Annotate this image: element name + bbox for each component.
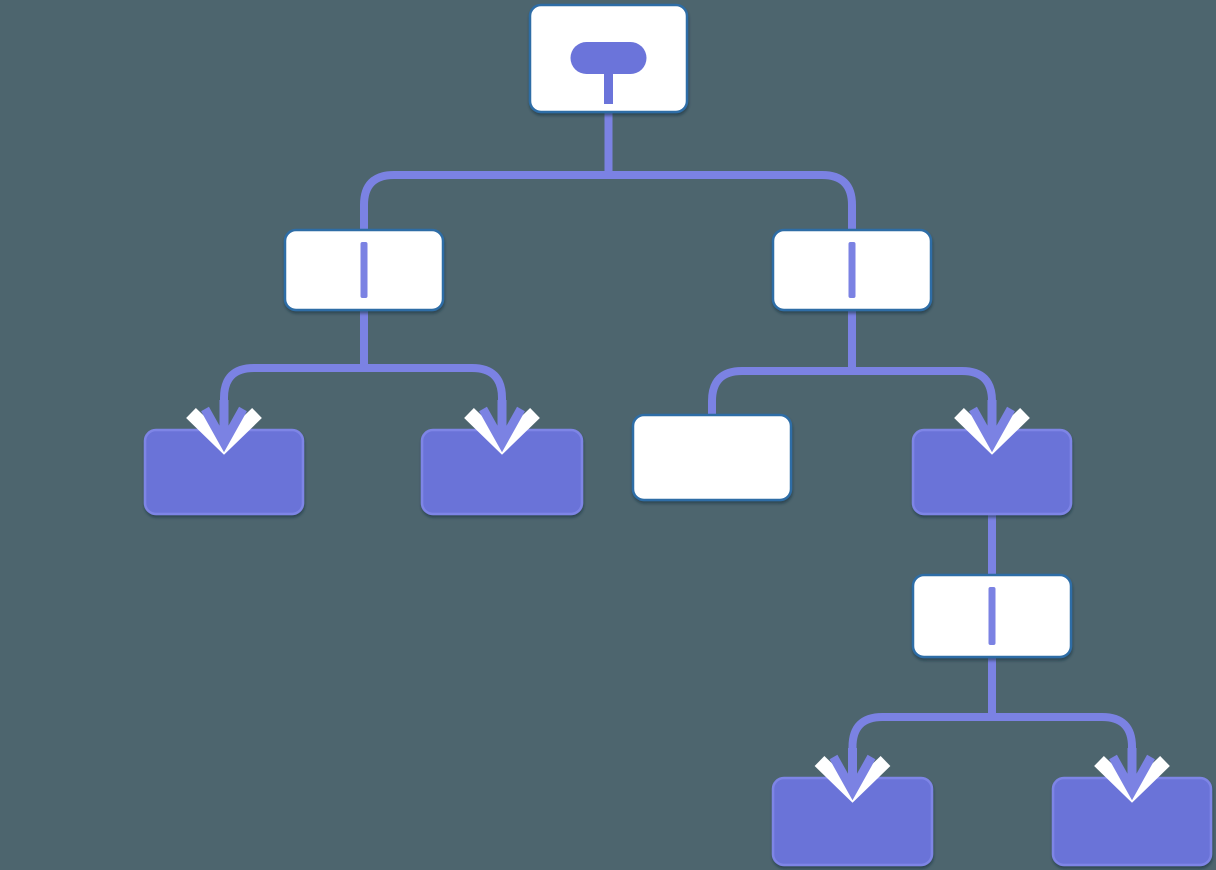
node-box[interactable] (631, 413, 793, 502)
connector-edge (604, 112, 856, 230)
branch-node-middle[interactable] (911, 573, 1073, 659)
pill-stem (604, 65, 613, 104)
drop-arrowhead-icon (479, 400, 525, 453)
connector-edge (220, 310, 368, 405)
connectors (220, 112, 1136, 753)
cursor-bar (988, 587, 996, 645)
connector-edge (360, 112, 613, 230)
connector-edge (988, 657, 1136, 753)
cursor-bar (360, 242, 368, 298)
cursor-bar (848, 242, 856, 298)
branch-node-right[interactable] (771, 228, 933, 312)
connector-edge (848, 310, 996, 405)
branch-node-left[interactable] (283, 228, 445, 312)
connector-edge (708, 310, 856, 415)
empty-white-node[interactable] (631, 413, 793, 502)
connector-edge (848, 657, 996, 753)
drop-arrowhead-icon (969, 400, 1015, 453)
drop-arrowhead-icon (1109, 748, 1155, 801)
connector-edge (360, 310, 506, 405)
drop-arrowhead-icon (829, 748, 876, 801)
drop-arrows (186, 400, 1170, 803)
title-pill (570, 42, 647, 74)
drop-arrowhead-icon (201, 400, 247, 453)
nodes (143, 3, 1213, 867)
root-node[interactable] (528, 3, 689, 114)
